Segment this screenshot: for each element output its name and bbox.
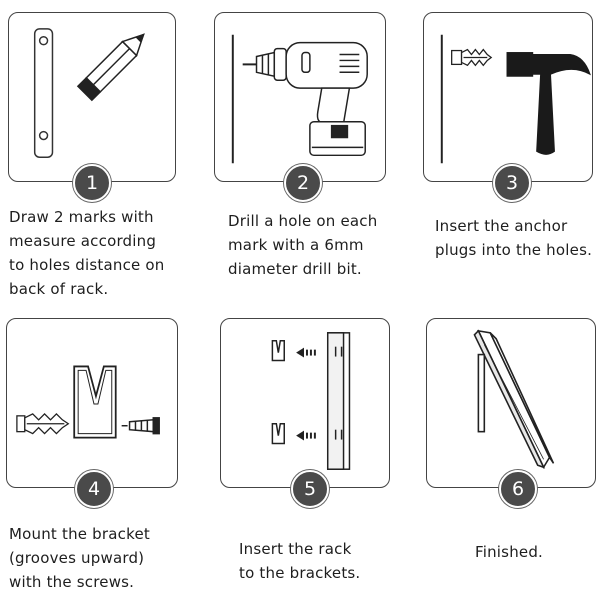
step-5-panel — [220, 318, 390, 488]
step-1-caption: Draw 2 marks with measure according to h… — [9, 208, 165, 298]
screw-icon — [121, 417, 160, 435]
step-3-badge: 3 — [493, 164, 531, 202]
bracket-icon — [33, 28, 54, 159]
rack-icon — [326, 332, 351, 470]
arrow-left-icon — [296, 347, 316, 441]
step-3-panel — [423, 12, 593, 182]
pencil-icon — [76, 33, 145, 102]
step-6-panel — [426, 318, 596, 488]
step-3-caption: Insert the anchor plugs into the holes. — [435, 217, 593, 259]
step-1-badge: 1 — [73, 164, 111, 202]
step-4-badge: 4 — [75, 470, 113, 508]
step-4-caption: Mount the bracket (grooves upward) with … — [9, 525, 150, 591]
drill-icon — [242, 41, 368, 157]
hammer-icon — [506, 52, 591, 155]
rack-mounted-icon — [473, 329, 555, 469]
bracket-icon — [73, 365, 117, 439]
step-2-badge: 2 — [284, 164, 322, 202]
step-6-caption: Finished. — [475, 543, 544, 561]
step-5-caption: Insert the rack to the brackets. — [239, 540, 361, 582]
step-2-caption: Drill a hole on each mark with a 6mm dia… — [228, 212, 378, 278]
anchor-plug-icon — [16, 412, 70, 435]
bracket-icon — [271, 340, 285, 445]
step-1-panel — [8, 12, 176, 182]
anchor-plug-icon — [451, 48, 493, 67]
step-4-panel — [6, 318, 178, 488]
step-2-panel — [214, 12, 386, 182]
step-5-badge: 5 — [291, 470, 329, 508]
step-6-badge: 6 — [499, 470, 537, 508]
